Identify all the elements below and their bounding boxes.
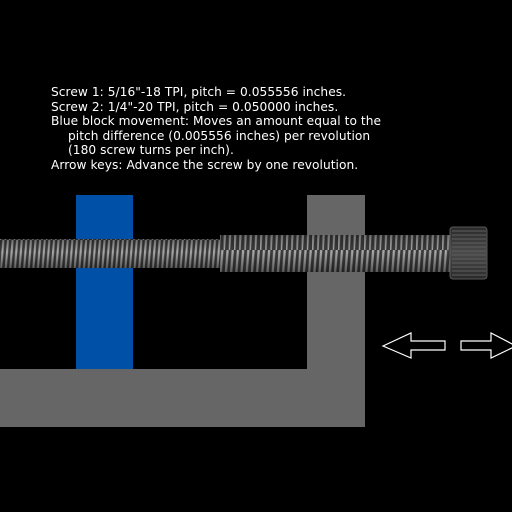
arrow-right-icon[interactable] (460, 332, 512, 359)
info-text-block: Screw 1: 5/16"-18 TPI, pitch = 0.055556 … (51, 85, 491, 173)
screw-thread-coarse (220, 235, 452, 272)
arrow-keys-instruction: Arrow keys: Advance the screw by one rev… (51, 157, 359, 172)
blue-block (76, 195, 133, 369)
arrow-left-icon[interactable] (381, 332, 446, 359)
screw2-spec: Screw 2: 1/4"-20 TPI, pitch = 0.050000 i… (51, 99, 339, 114)
c-frame (0, 195, 365, 427)
screw1-spec: Screw 1: 5/16"-18 TPI, pitch = 0.055556 … (51, 85, 347, 99)
blue-block-movement-line3: (180 screw turns per inch). (68, 143, 234, 158)
blue-block-movement-line1: Blue block movement: Moves an amount equ… (51, 114, 382, 129)
hex-socket-screw-head (449, 226, 488, 280)
screw-thread-fine (0, 239, 222, 268)
blue-block-movement-line2: pitch difference (0.005556 inches) per r… (68, 128, 371, 143)
